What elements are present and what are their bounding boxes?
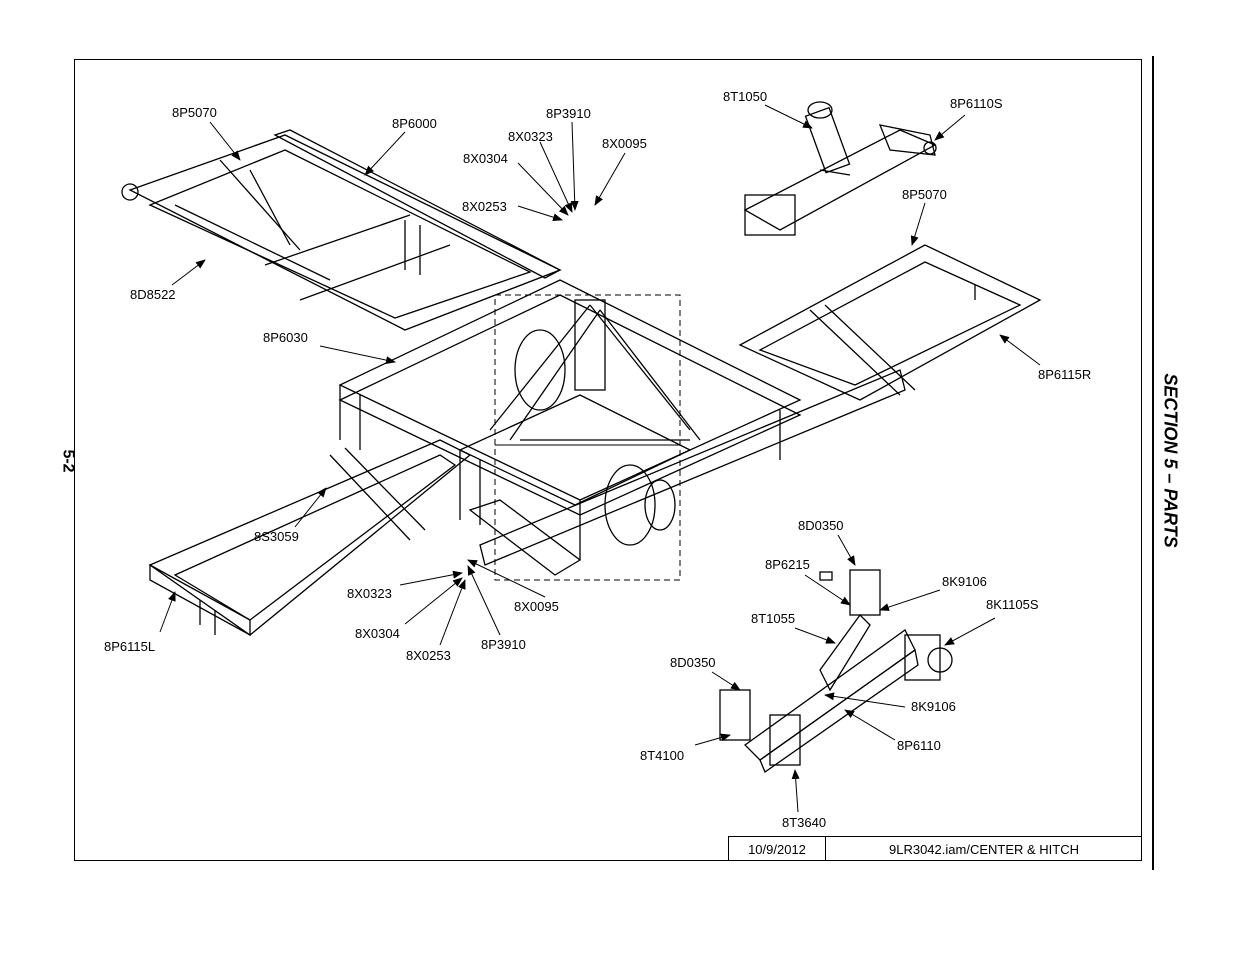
callout-8p6030: 8P6030 — [263, 330, 308, 345]
callout-8k9106: 8K9106 — [911, 699, 956, 714]
center-frame-drawing — [121, 129, 1042, 637]
callout-8t1055: 8T1055 — [751, 611, 795, 626]
callout-8d8522: 8D8522 — [130, 287, 176, 302]
page-edge-rule — [1152, 56, 1154, 870]
callout-8p6115r: 8P6115R — [1038, 367, 1091, 382]
cylinder-detail-drawing — [743, 101, 937, 236]
callout-8k9106: 8K9106 — [942, 574, 987, 589]
title-block: 10/9/2012 9LR3042.iam/CENTER & HITCH — [728, 836, 1142, 861]
axle-detail-drawing — [719, 569, 953, 773]
title-block-date: 10/9/2012 — [729, 837, 826, 861]
callout-8x0304: 8X0304 — [463, 151, 508, 166]
drawing-frame — [74, 59, 1142, 861]
callout-8t4100: 8T4100 — [640, 748, 684, 763]
callout-8p3910: 8P3910 — [481, 637, 526, 652]
callout-8x0253: 8X0253 — [406, 648, 451, 663]
callout-8p3910: 8P3910 — [546, 106, 591, 121]
callout-8k1105s: 8K1105S — [986, 597, 1039, 612]
callout-8d0350: 8D0350 — [798, 518, 844, 533]
callout-8x0095: 8X0095 — [514, 599, 559, 614]
callout-labels: 8P5070 8P6000 8P3910 8X0323 8X0095 8X030… — [104, 89, 1091, 830]
callout-8p5070: 8P5070 — [902, 187, 947, 202]
callout-8x0323: 8X0323 — [347, 586, 392, 601]
callout-8x0304: 8X0304 — [355, 626, 400, 641]
title-block-file: 9LR3042.iam/CENTER & HITCH — [889, 841, 1079, 857]
callout-8x0253: 8X0253 — [462, 199, 507, 214]
callout-8p5070: 8P5070 — [172, 105, 217, 120]
callout-8t3640: 8T3640 — [782, 815, 826, 830]
callout-8p6000: 8P6000 — [392, 116, 437, 131]
callout-8t1050: 8T1050 — [723, 89, 767, 104]
page-number: 5-2 — [59, 449, 77, 473]
callout-8x0323: 8X0323 — [508, 129, 553, 144]
callout-8p6215: 8P6215 — [765, 557, 810, 572]
callout-8p6110: 8P6110 — [897, 738, 941, 753]
callout-8s3059: 8S3059 — [254, 529, 299, 544]
callout-8p6110s: 8P6110S — [950, 96, 1003, 111]
callout-8x0095: 8X0095 — [602, 136, 647, 151]
leader-lines — [159, 104, 1041, 813]
callout-8p6115l: 8P6115L — [104, 639, 155, 654]
section-title: SECTION 5 – PARTS — [1160, 373, 1181, 548]
callout-8d0350: 8D0350 — [670, 655, 716, 670]
